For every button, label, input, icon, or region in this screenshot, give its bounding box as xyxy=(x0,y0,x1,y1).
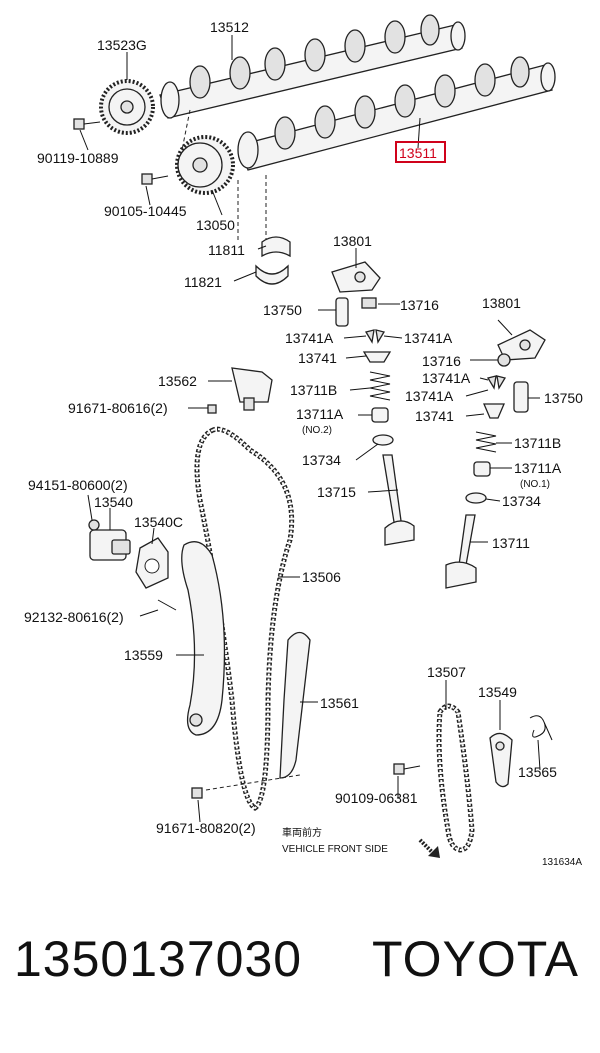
callout-13716-right: 13716 xyxy=(422,353,461,369)
callout-13715: 13715 xyxy=(317,484,356,500)
callout-13711A-right-note: (NO.1) xyxy=(520,479,550,490)
camshaft-13512 xyxy=(159,14,466,119)
leader-lines xyxy=(79,35,541,823)
vehicle-front-label-jp: 車両前方 xyxy=(282,826,322,839)
callout-90109-06381: 90109-06381 xyxy=(335,790,418,806)
callout-92132-80616: 92132-80616(2) xyxy=(24,609,124,625)
bolt-91671-80616 xyxy=(207,404,217,414)
callout-13750-left: 13750 xyxy=(263,302,302,318)
rocker-arm-13801-left xyxy=(331,261,381,293)
highlight-box-13511 xyxy=(395,141,446,163)
brand-name: TOYOTA xyxy=(372,931,579,987)
callout-91671-80616: 91671-80616(2) xyxy=(68,400,168,416)
bolt-91671-80820 xyxy=(191,787,203,799)
tensioner-gasket-13540C xyxy=(135,537,169,589)
bracket-13562 xyxy=(231,367,273,411)
callout-13711A-left-note: (NO.2) xyxy=(302,425,332,436)
spring-13565 xyxy=(529,715,553,741)
callout-labels: 13512 13523G 90119-10889 90105-10445 130… xyxy=(24,19,583,868)
chain-tensioner-arm-13559 xyxy=(181,541,226,736)
callout-13750-right: 13750 xyxy=(544,390,583,406)
shim-13716-right xyxy=(497,353,511,367)
bolt-90109 xyxy=(393,763,421,775)
valve-keepers-left xyxy=(362,329,392,363)
callout-13716-left: 13716 xyxy=(400,297,439,313)
valve-seal-13734-left xyxy=(372,434,394,446)
chain-guide-13561 xyxy=(279,631,311,779)
callout-13711B-left: 13711B xyxy=(290,382,337,398)
valve-13711 xyxy=(445,514,477,589)
valve-spring-13711B-right xyxy=(475,431,497,453)
chain-tensioner-13540 xyxy=(88,519,131,561)
callout-13512: 13512 xyxy=(210,19,249,35)
callout-13050: 13050 xyxy=(196,217,235,233)
callout-13523G: 13523G xyxy=(97,37,147,53)
callout-13561: 13561 xyxy=(320,695,359,711)
bearing-caps-11811-11821 xyxy=(255,236,291,285)
sprocket-13523G xyxy=(99,79,155,135)
spring-seat-13711A-left xyxy=(371,407,389,423)
valve-seal-13734-right xyxy=(465,492,487,504)
spring-seat-13711A-right xyxy=(473,461,491,477)
callout-11811: 11811 xyxy=(208,242,245,258)
bolt-90105 xyxy=(141,173,169,185)
callout-13565: 13565 xyxy=(518,764,557,780)
callout-13559: 13559 xyxy=(124,647,163,663)
diagram-reference-code: 131634A xyxy=(542,857,582,868)
callout-13741-right: 13741 xyxy=(415,408,454,424)
callout-13741A-left-a: 13741A xyxy=(285,330,334,346)
lash-adjuster-13750-left xyxy=(335,297,349,327)
vehicle-front-label: VEHICLE FRONT SIDE xyxy=(282,844,388,855)
callout-13741A-right-a: 13741A xyxy=(422,370,471,386)
callout-90105-10445: 90105-10445 xyxy=(104,203,187,219)
callout-13549: 13549 xyxy=(478,684,517,700)
callout-91671-80820: 91671-80820(2) xyxy=(156,820,256,836)
vvt-gear-13050 xyxy=(175,135,235,195)
callout-13540C: 13540C xyxy=(134,514,183,530)
callout-13741A-right-b: 13741A xyxy=(405,388,454,404)
callout-13540: 13540 xyxy=(94,494,133,510)
part-number: 1350137030 xyxy=(14,931,303,987)
shim-13716-left xyxy=(361,297,377,309)
callout-13741-left: 13741 xyxy=(298,350,337,366)
chain-tensioner-13549 xyxy=(489,732,513,788)
engine-timing-parts-diagram: 13512 13523G 90119-10889 90105-10445 130… xyxy=(24,14,583,868)
bolt-90119 xyxy=(73,118,101,130)
callout-13801-left: 13801 xyxy=(333,233,372,249)
callout-13734-right: 13734 xyxy=(502,493,541,509)
lash-adjuster-13750-right xyxy=(513,381,529,413)
valve-keepers-right xyxy=(483,375,507,419)
camshaft-13511 xyxy=(237,56,556,171)
callout-13734-left: 13734 xyxy=(302,452,341,468)
valve-13715 xyxy=(382,454,415,546)
callout-11821: 11821 xyxy=(184,274,222,290)
callout-13801-right: 13801 xyxy=(482,295,521,311)
callout-13506: 13506 xyxy=(302,569,341,585)
front-direction-arrow-icon xyxy=(418,838,440,858)
callout-90119-10889: 90119-10889 xyxy=(37,150,119,166)
valve-spring-13711B-left xyxy=(369,371,391,401)
callout-13507: 13507 xyxy=(427,664,466,680)
callout-13511-highlighted[interactable]: 13511 xyxy=(399,145,437,161)
callout-13711A-right: 13711A xyxy=(514,460,562,476)
callout-13711: 13711 xyxy=(492,535,530,551)
callout-94151-80600: 94151-80600(2) xyxy=(28,477,128,493)
oil-pump-chain-13507 xyxy=(436,703,475,853)
callout-13741A-left-b: 13741A xyxy=(404,330,453,346)
stud-92132 xyxy=(157,599,177,611)
callout-13711A-left: 13711A xyxy=(296,406,344,422)
timing-chain-13506 xyxy=(194,426,295,811)
callout-13562: 13562 xyxy=(158,373,197,389)
callout-13711B-right: 13711B xyxy=(514,435,561,451)
